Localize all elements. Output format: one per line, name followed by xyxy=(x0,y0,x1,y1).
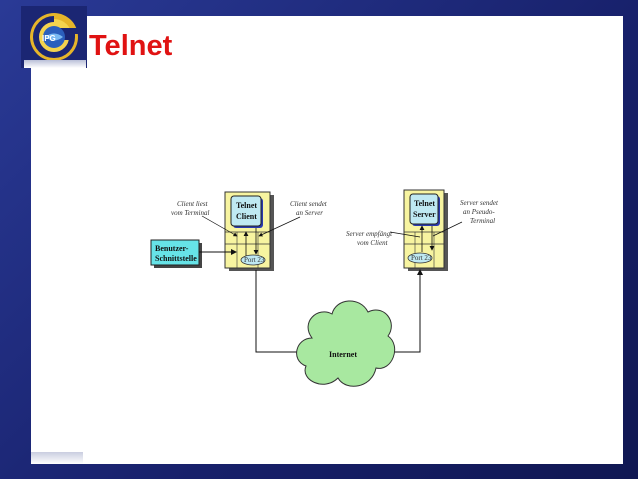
slide-title: Telnet xyxy=(89,30,173,62)
client-sends-line1: Client sendet xyxy=(290,200,328,208)
ui-label-line2: Schnittstelle xyxy=(155,254,197,263)
slide-canvas xyxy=(31,16,623,464)
footer-strip xyxy=(31,452,83,464)
client-reads-line2: vom Terminal xyxy=(171,209,209,217)
server-sends-line2: an Pseudo- xyxy=(463,208,495,216)
logo-g-mark xyxy=(33,16,78,58)
client-reads-line1: Client liest xyxy=(177,200,209,208)
client-label-line1: Telnet xyxy=(236,201,257,210)
internet-to-server-link xyxy=(386,269,423,353)
client-label-line2: Client xyxy=(236,212,257,221)
server-receives-pointer xyxy=(389,231,421,238)
server-sends-line1: Server sendet xyxy=(460,199,499,207)
ipg-logo-icon: IPG xyxy=(21,6,87,68)
server-box: Telnet Server Port 23 xyxy=(403,189,448,271)
internet-cloud: Internet xyxy=(296,300,396,387)
client-sends-line2: an Server xyxy=(296,209,323,217)
client-sends-pointer xyxy=(258,216,301,237)
internet-label: Internet xyxy=(329,350,357,359)
server-sends-line3: Terminal xyxy=(470,217,495,225)
user-interface-box: Benutzer- Schnittstelle xyxy=(150,239,202,268)
client-box: Telnet Client Port 23 xyxy=(224,191,274,271)
ui-label-line1: Benutzer- xyxy=(155,244,189,253)
client-reads-pointer xyxy=(201,215,238,237)
server-receives-line2: vom Client xyxy=(357,239,389,247)
logo-shadow xyxy=(24,60,86,68)
server-port: Port 23 xyxy=(411,254,432,262)
logo-text: IPG xyxy=(42,34,56,43)
server-receives-line1: Server empfängt xyxy=(346,230,393,238)
client-port: Port 23 xyxy=(244,256,265,264)
server-label-line2: Server xyxy=(413,210,436,219)
server-sends-pointer xyxy=(432,221,463,237)
server-label-line1: Telnet xyxy=(414,199,435,208)
client-to-internet-link xyxy=(255,270,306,355)
